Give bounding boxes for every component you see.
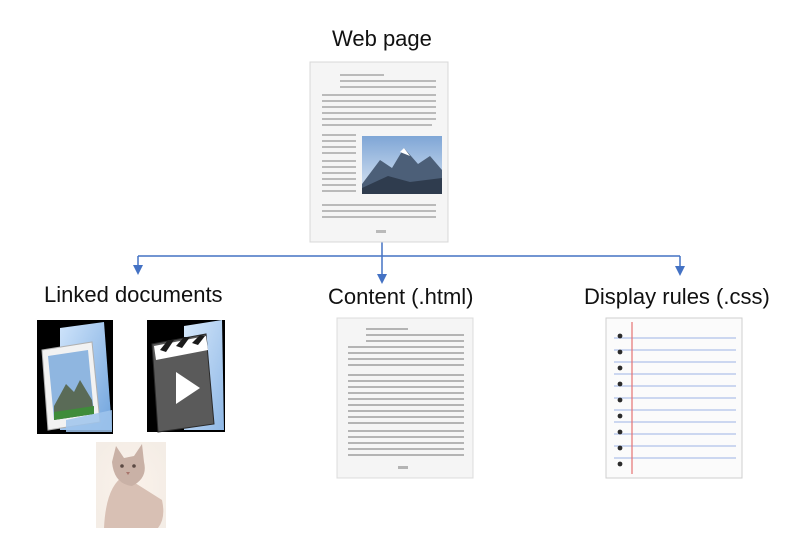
lined-notepad-icon — [605, 317, 743, 479]
web-page-document-icon — [309, 61, 449, 243]
web-page-label: Web page — [332, 26, 432, 51]
connector-lines — [133, 242, 685, 284]
cat-photo-icon — [96, 442, 166, 528]
linked-documents-label: Linked documents — [44, 282, 223, 307]
video-folder-icon — [147, 320, 225, 433]
photo-folder-icon — [37, 320, 113, 434]
display-rules-css-label: Display rules (.css) — [584, 284, 770, 309]
mountain-photo — [362, 136, 442, 194]
html-document-icon — [336, 317, 474, 479]
content-html-label: Content (.html) — [328, 284, 474, 309]
